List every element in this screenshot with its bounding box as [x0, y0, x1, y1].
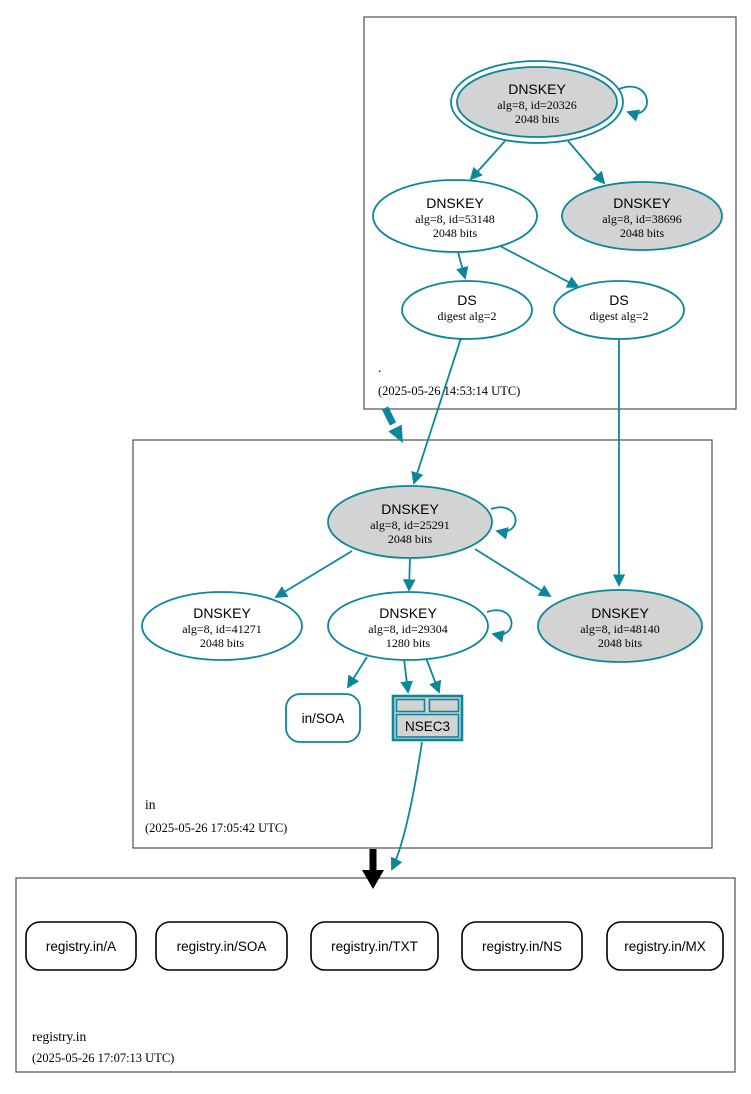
node-dnskey-25291[interactable]: DNSKEY alg=8, id=25291 2048 bits [327, 485, 493, 559]
dnskey-53148-detail: alg=8, id=53148 [415, 212, 495, 226]
edge-29304-to-soa [346, 656, 368, 689]
registry-mx-box [606, 921, 724, 971]
dnskey-25291-title: DNSKEY [381, 501, 439, 517]
zone-box-root [363, 16, 737, 410]
zone-label-registry-in: registry.in [32, 1029, 86, 1044]
registry-txt-label: registry.in/TXT [331, 939, 418, 954]
dnskey-25291-detail: alg=8, id=25291 [370, 518, 450, 532]
edge-ksk20326-to-38696 [567, 140, 606, 185]
node-dnskey-38696[interactable]: DNSKEY alg=8, id=38696 2048 bits [561, 181, 723, 251]
in-soa-box [285, 693, 361, 743]
dnskey-53148-title: DNSKEY [426, 195, 484, 211]
delegation-arrowhead-root-to-in [388, 424, 403, 443]
zone-label-in: in [145, 797, 156, 812]
dnskey-53148-size: 2048 bits [433, 226, 478, 240]
ds-right-title: DS [609, 292, 628, 308]
edge-ksk25291-self-loop [490, 506, 517, 540]
node-dnskey-53148[interactable]: DNSKEY alg=8, id=53148 2048 bits [372, 179, 538, 253]
edge-ksk20326-to-53148 [469, 140, 506, 181]
registry-a-box [25, 921, 137, 971]
registry-soa-label: registry.in/SOA [177, 939, 267, 954]
nsec3-cell-1 [395, 698, 426, 713]
dnskey-48140-size: 2048 bits [598, 636, 643, 650]
delegation-arrow-root-to-in [381, 406, 397, 426]
dnskey-38696-size: 2048 bits [620, 226, 665, 240]
dnskey-29304-size: 1280 bits [386, 636, 431, 650]
zone-box-registry-in [15, 877, 736, 1073]
edge-25291-to-41271 [274, 550, 353, 598]
edge-nsec3-to-registry-zone [390, 741, 423, 871]
edge-29304-to-nsec3-cell1 [400, 658, 413, 694]
node-ds-right[interactable]: DS digest alg=2 [553, 280, 685, 340]
dnskey-41271-title: DNSKEY [193, 605, 251, 621]
edge-25291-to-48140 [474, 548, 552, 598]
dnskey-38696-title: DNSKEY [613, 195, 671, 211]
dnskey-41271-size: 2048 bits [200, 636, 245, 650]
node-ds-left[interactable]: DS digest alg=2 [401, 280, 533, 340]
zone-box-in [132, 439, 713, 849]
registry-ns-label: registry.in/NS [482, 939, 562, 954]
dnskey-25291-size: 2048 bits [388, 532, 433, 546]
dnskey-38696-ellipse [561, 181, 723, 251]
zone-timestamp-in: (2025-05-26 17:05:42 UTC) [145, 821, 287, 835]
node-registry-txt[interactable]: registry.in/TXT [310, 921, 439, 971]
dnskey-20326-detail: alg=8, id=20326 [497, 98, 577, 112]
dnskey-48140-title: DNSKEY [591, 605, 649, 621]
dnskey-29304-title: DNSKEY [379, 605, 437, 621]
edge-53148-to-ds-right [499, 245, 580, 288]
node-registry-a[interactable]: registry.in/A [25, 921, 137, 971]
delegation-arrowhead-in-to-registry [362, 870, 384, 889]
ds-left-detail: digest alg=2 [437, 309, 496, 323]
nsec3-label: NSEC3 [405, 719, 450, 734]
edge-ds-left-to-ksk25291 [411, 337, 462, 485]
registry-a-label: registry.in/A [46, 939, 116, 954]
ds-left-ellipse [401, 280, 533, 340]
zone-timestamp-registry-in: (2025-05-26 17:07:13 UTC) [32, 1051, 174, 1065]
dnskey-38696-detail: alg=8, id=38696 [602, 212, 682, 226]
edge-25291-to-29304 [403, 556, 416, 592]
dnskey-41271-detail: alg=8, id=41271 [182, 622, 262, 636]
dnskey-29304-ellipse [327, 591, 489, 661]
edge-53148-to-ds-left [456, 251, 469, 280]
dnskey-20326-title: DNSKEY [508, 81, 566, 97]
node-dnskey-41271[interactable]: DNSKEY alg=8, id=41271 2048 bits [141, 591, 303, 661]
registry-mx-label: registry.in/MX [624, 939, 706, 954]
edge-29304-to-nsec3-cell2 [425, 657, 442, 694]
node-registry-mx[interactable]: registry.in/MX [606, 921, 724, 971]
delegation-arrow-in-to-registry [369, 849, 377, 870]
zone-timestamp-root: (2025-05-26 14:53:14 UTC) [378, 384, 520, 398]
dnskey-25291-ellipse [327, 485, 493, 559]
node-dnskey-48140[interactable]: DNSKEY alg=8, id=48140 2048 bits [537, 589, 703, 663]
dnskey-20326-inner-ellipse [456, 66, 618, 138]
zone-label-root: . [378, 360, 381, 375]
nsec3-label-cell [395, 713, 460, 738]
ds-right-ellipse [553, 280, 685, 340]
registry-ns-box [461, 921, 583, 971]
node-dnskey-20326[interactable]: DNSKEY alg=8, id=20326 2048 bits [450, 60, 624, 144]
node-registry-ns[interactable]: registry.in/NS [461, 921, 583, 971]
node-nsec3[interactable]: NSEC3 [391, 694, 464, 742]
node-in-soa[interactable]: in/SOA [285, 693, 361, 743]
dnskey-29304-detail: alg=8, id=29304 [368, 622, 448, 636]
dnskey-20326-size: 2048 bits [515, 112, 560, 126]
node-dnskey-29304[interactable]: DNSKEY alg=8, id=29304 1280 bits [327, 591, 489, 661]
dnskey-48140-ellipse [537, 589, 703, 663]
registry-txt-box [310, 921, 439, 971]
in-soa-label: in/SOA [302, 711, 345, 726]
ds-left-title: DS [457, 292, 476, 308]
edge-ksk20326-self-loop [618, 85, 648, 122]
edge-29304-self-loop [486, 609, 513, 643]
dnskey-48140-detail: alg=8, id=48140 [580, 622, 660, 636]
node-registry-soa[interactable]: registry.in/SOA [155, 921, 288, 971]
registry-soa-box [155, 921, 288, 971]
ds-right-detail: digest alg=2 [589, 309, 648, 323]
dnskey-53148-ellipse [372, 179, 538, 253]
dnskey-41271-ellipse [141, 591, 303, 661]
nsec3-cell-2 [428, 698, 460, 713]
